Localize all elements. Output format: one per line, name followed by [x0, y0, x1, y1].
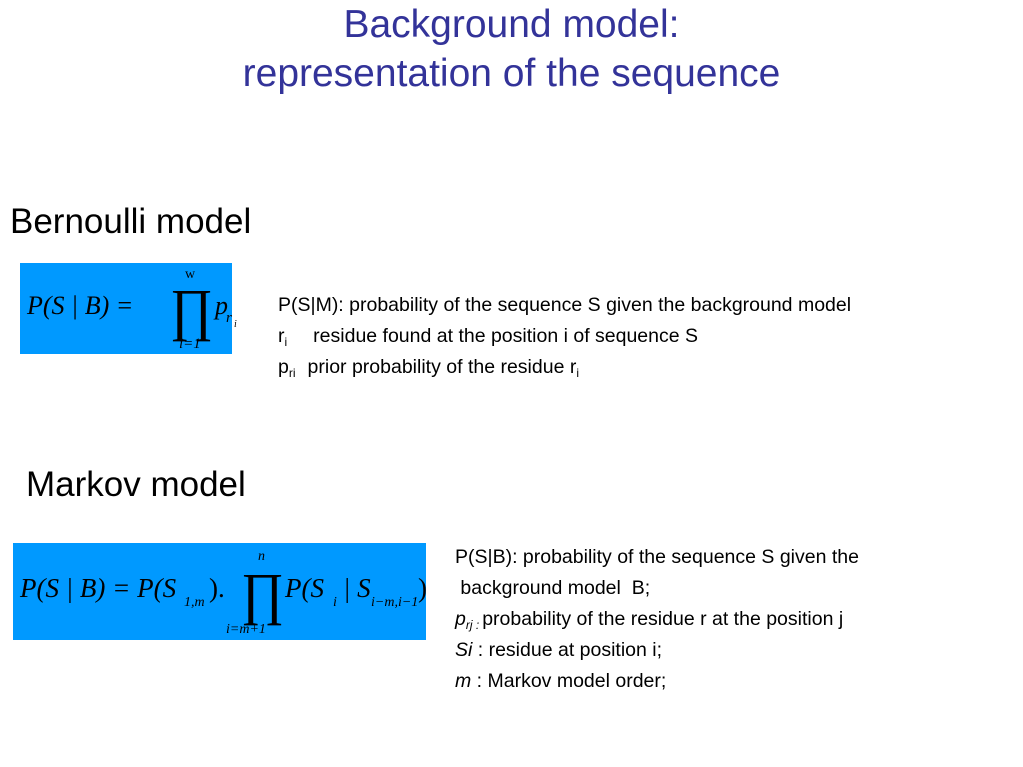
bernoulli-formula-lower: i=1	[179, 336, 201, 352]
slide-title: Background model: representation of the …	[0, 0, 1023, 98]
title-line-1: Background model:	[343, 3, 680, 46]
markov-formula-lower: i=m+1	[226, 622, 266, 637]
markov-formula-box: P(S | B) = P(S 1,m ). n ∏ i=m+1 P(S i | …	[13, 543, 427, 640]
markov-desc-line-4: Si : residue at position i;	[455, 639, 663, 661]
bernoulli-heading: Bernoulli model	[10, 202, 252, 241]
bernoulli-desc-line-1: P(S|M): probability of the sequence S gi…	[278, 294, 852, 316]
markov-formula-lhs-close: ).	[209, 573, 225, 603]
markov-formula-upper: n	[258, 549, 265, 564]
bernoulli-formula-upper: w	[185, 267, 196, 282]
bernoulli-formula-term-subsub: i	[234, 319, 237, 330]
markov-desc-line-3: prj :probability of the residue r at the…	[455, 608, 844, 632]
product-symbol-markov: ∏	[241, 561, 284, 626]
bernoulli-description: P(S|M): probability of the sequence S gi…	[278, 290, 851, 383]
markov-desc-line-5: m : Markov model order;	[455, 670, 667, 692]
markov-formula-lhs: P(S | B) = P(S	[20, 573, 177, 603]
bernoulli-formula-box: P(S | B) = w ∏ i=1 p r i	[20, 263, 237, 354]
markov-formula-term-sub2: i−m,i−1	[371, 595, 419, 610]
markov-formula-term: P(S	[285, 573, 324, 603]
title-line-2: representation of the sequence	[242, 52, 781, 95]
markov-description: P(S|B): probability of the sequence S gi…	[455, 542, 859, 697]
markov-desc-line-1: P(S|B): probability of the sequence S gi…	[455, 546, 859, 568]
product-symbol: ∏	[170, 277, 213, 342]
markov-heading: Markov model	[26, 465, 246, 504]
markov-formula-lhs-sub: 1,m	[184, 595, 205, 610]
bernoulli-formula-term: p	[215, 291, 228, 320]
markov-formula-term-close: )	[418, 573, 427, 603]
markov-formula-term-sub: i	[333, 595, 337, 610]
markov-desc-line-2: background model B;	[455, 577, 651, 599]
bernoulli-formula-term-sub: r	[226, 310, 232, 326]
markov-formula-term-mid: | S	[343, 573, 371, 603]
bernoulli-formula-lhs: P(S | B) =	[27, 291, 134, 320]
